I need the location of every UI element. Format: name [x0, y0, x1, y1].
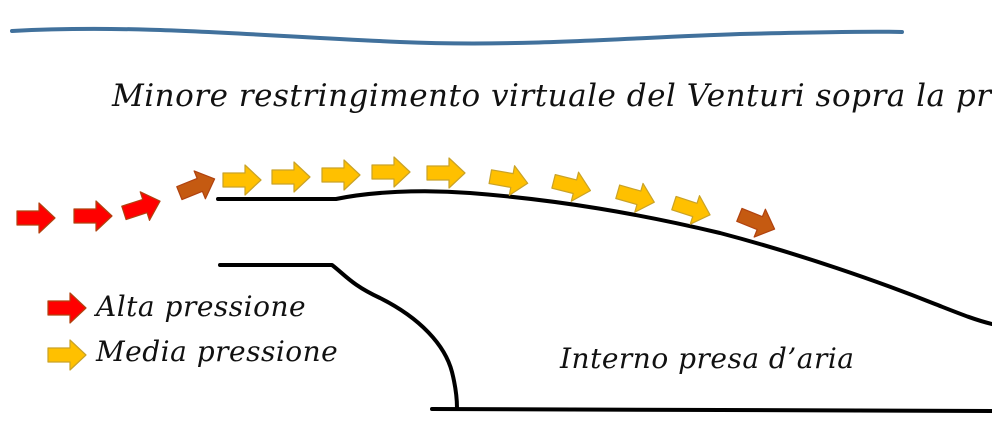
flow-arrow-medium-icon	[222, 164, 262, 196]
intake-interior-label: Interno presa d’aria	[560, 342, 855, 375]
flow-arrow-medium-icon	[488, 165, 529, 196]
flow-arrow-medium-icon	[551, 171, 592, 202]
flow-arrow-medium-icon	[671, 195, 711, 225]
legend-medium-pressure-label: Media pressione	[96, 335, 339, 368]
flow-arrow-medium-icon	[426, 157, 466, 189]
legend-high-pressure-arrow-icon	[47, 292, 87, 324]
duct-floor-line	[430, 407, 992, 413]
flow-arrow-transition-icon	[736, 207, 776, 238]
flow-arrow-medium-icon	[321, 159, 361, 191]
flow-arrow-high-icon	[121, 191, 161, 221]
flow-arrows-group	[16, 156, 776, 238]
intake-upper-profile	[216, 189, 992, 326]
flow-arrow-medium-icon	[371, 156, 411, 188]
flow-arrow-high-icon	[16, 202, 56, 234]
flow-arrow-high-icon	[73, 200, 113, 232]
diagram-title: Minore restringimento virtuale del Ventu…	[112, 78, 992, 114]
legend-medium-pressure-arrow-icon	[47, 339, 87, 371]
legend-high-pressure-label: Alta pressione	[96, 290, 307, 323]
water-surface-line	[10, 26, 904, 46]
flow-arrow-medium-icon	[271, 161, 311, 193]
flow-arrow-medium-icon	[615, 182, 655, 213]
flow-arrow-transition-icon	[176, 170, 216, 201]
intake-lower-profile	[218, 263, 459, 410]
legend-arrows-group	[47, 292, 87, 371]
